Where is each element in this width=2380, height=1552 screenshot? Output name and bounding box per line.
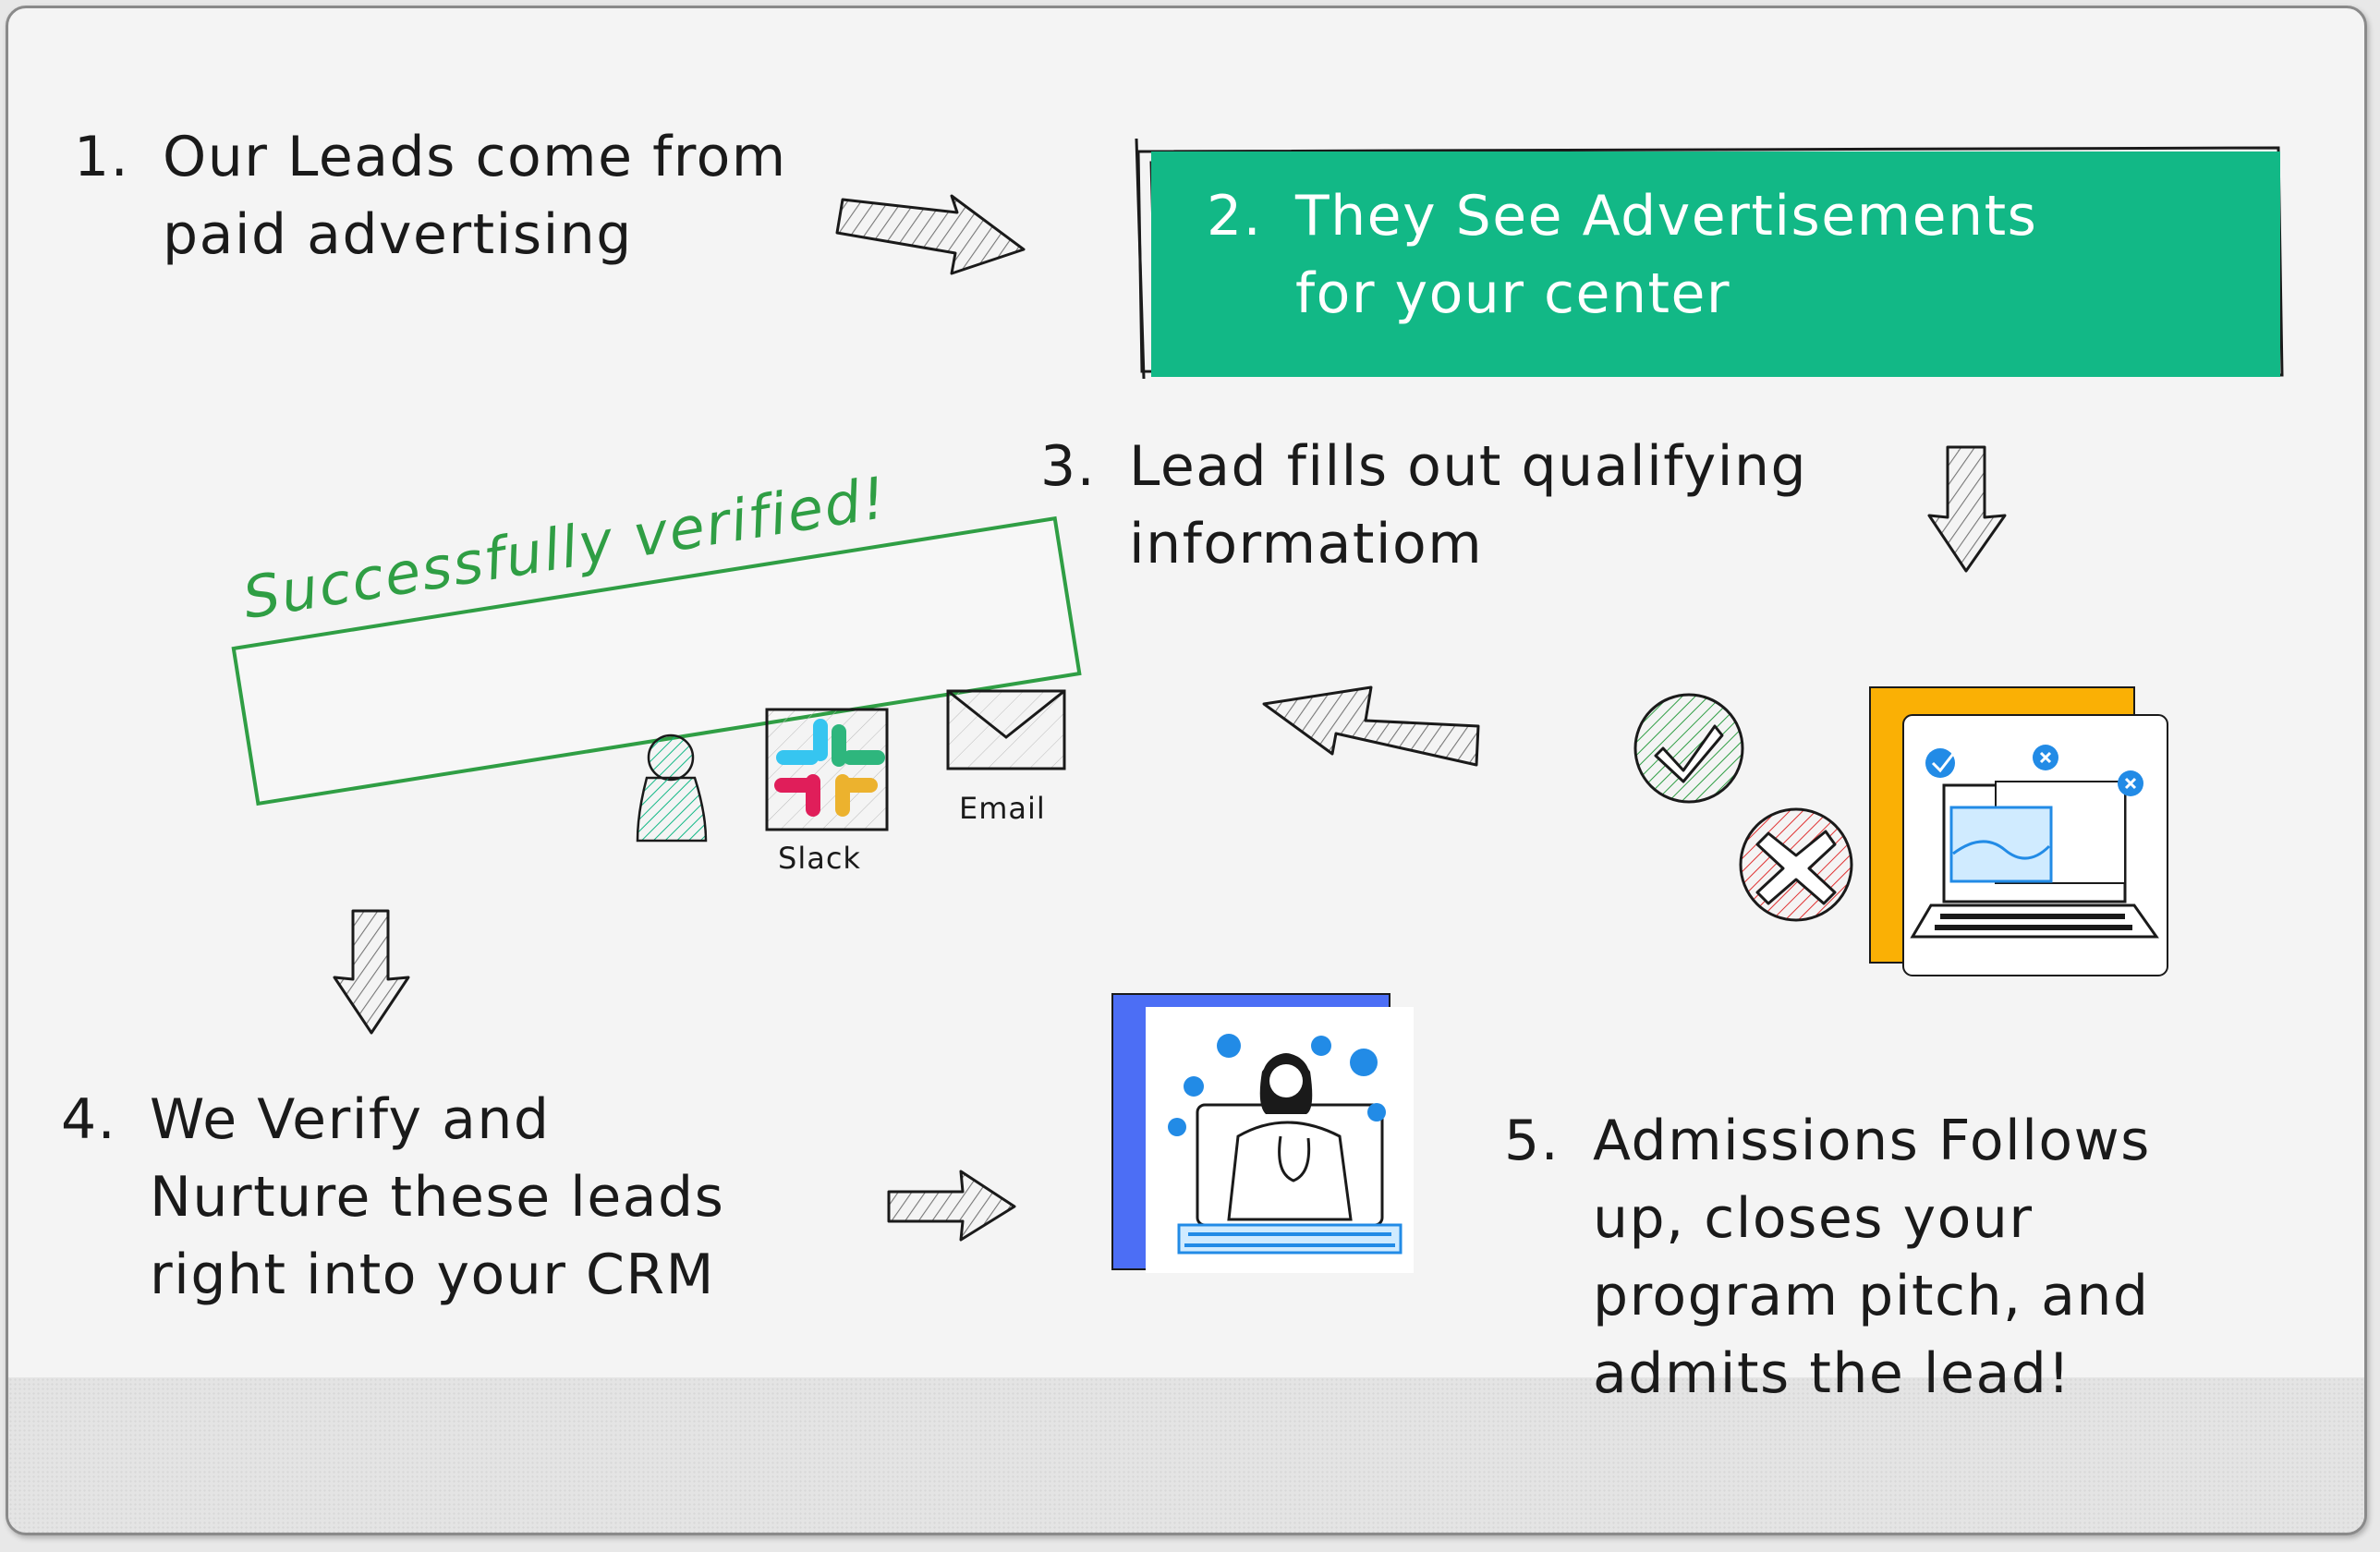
step2-highlight-box [1151,152,2280,377]
doctor-telehealth-illustration [1111,993,1414,1273]
canvas-floor [8,1377,2364,1533]
step-4-number: 4. [61,1087,117,1152]
slack-label: Slack [778,841,861,876]
arrow-right-icon [887,1170,1016,1242]
arrow-down-icon [333,909,410,1035]
x-circle-icon [1739,807,1853,922]
step-1-text: 1. Our Leads come from paid advertising [74,118,905,273]
email-icon [946,689,1066,770]
step-5-number: 5. [1504,1109,1560,1173]
step-2-number: 2. [1207,184,1263,249]
check-circle-icon [1633,693,1744,804]
step-2-text: 2. They See Advertisements for your cente… [1207,177,2241,333]
step-5-text: 5. Admissions Follows up, closes your pro… [1504,1102,2299,1413]
step-4-body: We Verify and Nurture these leads right … [150,1087,725,1307]
form-review-illustration [1869,686,2168,976]
arrow-left-icon [1262,685,1480,767]
step-3-body: Lead fills out qualifying informatiom [1129,434,1808,576]
person-icon [636,734,708,843]
arrow-down-icon [1927,445,2007,573]
step-1-number: 1. [74,125,130,189]
step-2-body: They See Advertisements for your center [1295,184,2038,326]
step-1-body: Our Leads come from paid advertising [163,125,787,267]
step-3-text: 3. Lead fills out qualifying informatiom [1040,428,1955,583]
slack-icon [765,708,889,831]
email-label: Email [959,791,1046,826]
step-3-number: 3. [1040,434,1097,499]
arrow-right-icon [835,194,1026,275]
step-4-text: 4. We Verify and Nurture these leads righ… [61,1081,892,1314]
step-5-body: Admissions Follows up, closes your progr… [1593,1109,2151,1406]
